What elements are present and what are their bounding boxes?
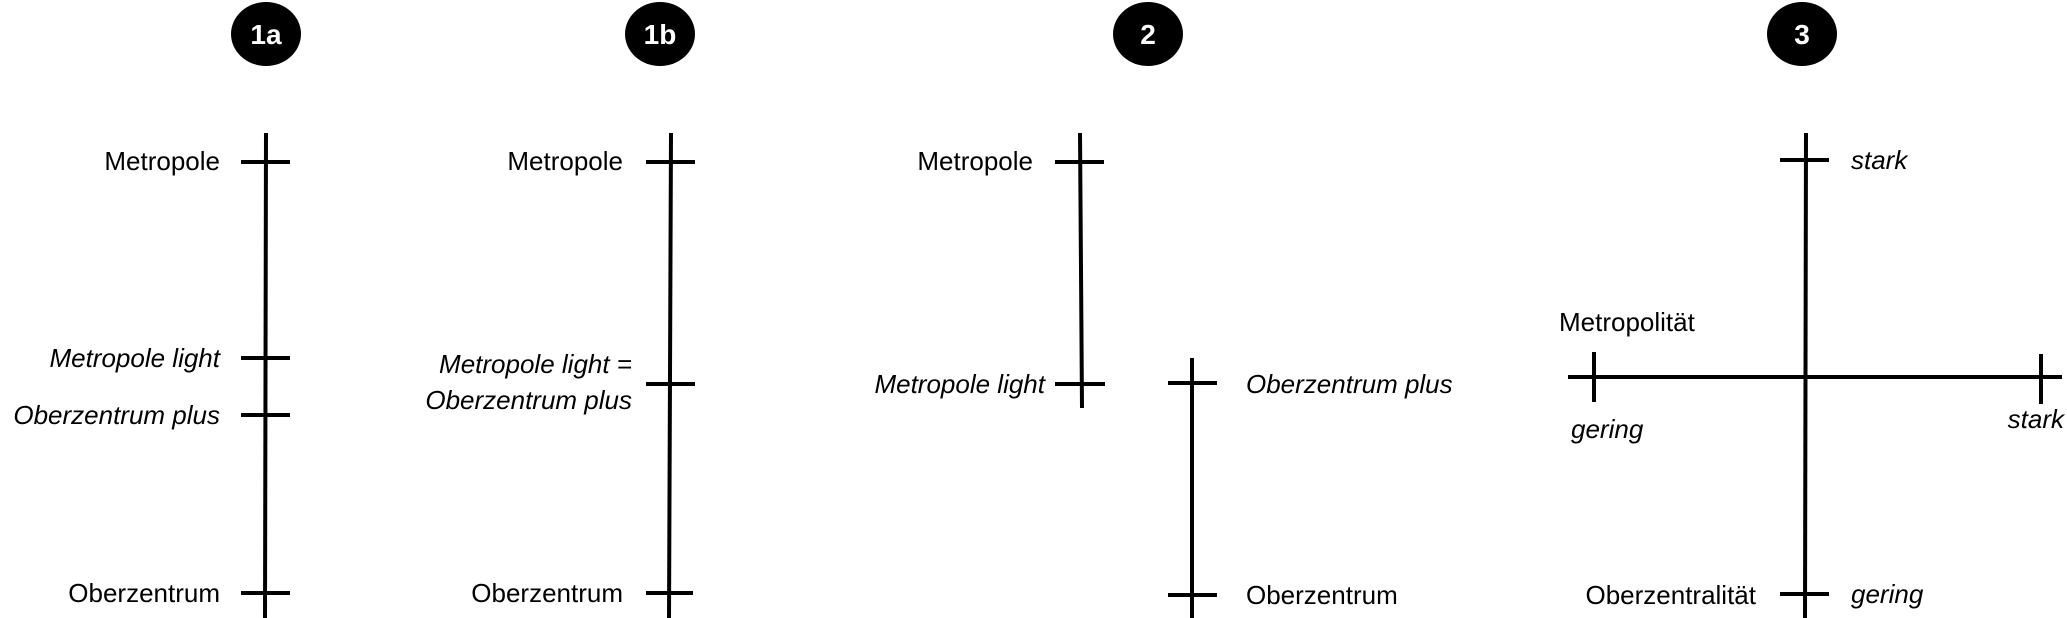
label-3-horizontal-axis: Metropolität (1559, 307, 1696, 337)
badge-2-label: 2 (1140, 19, 1156, 50)
axis-1a (263, 132, 268, 618)
badge-3: 3 (1767, 2, 1837, 66)
label-1b-oberzentrum: Oberzentrum (471, 578, 623, 608)
label-3-vertical-bottom: gering (1851, 579, 1924, 609)
label-1a-oberzentrum-plus: Oberzentrum plus (13, 400, 220, 430)
label-1a-metropole: Metropole (104, 146, 220, 176)
label-3-horizontal-right: stark (2008, 404, 2066, 434)
badge-3-label: 3 (1794, 19, 1810, 50)
label-2-metropole-light: Metropole light (874, 369, 1046, 399)
panel-1a: Metropole Metropole light Oberzentrum pl… (13, 132, 290, 618)
label-2-metropole: Metropole (917, 146, 1033, 176)
label-3-vertical-top: stark (1851, 145, 1909, 175)
panel-1b: Metropole Metropole light = Oberzentrum … (425, 132, 695, 618)
badge-1a-label: 1a (250, 19, 282, 50)
label-3-vertical-axis: Oberzentralität (1585, 580, 1756, 610)
axis-1b (667, 132, 673, 618)
panel-3: stark Metropolität gering stark Oberzent… (1559, 132, 2066, 618)
label-1a-metropole-light: Metropole light (49, 343, 221, 373)
axis-2-metropole (1078, 132, 1084, 409)
label-3-horizontal-left: gering (1571, 414, 1644, 444)
label-2-oberzentrum: Oberzentrum (1246, 580, 1398, 610)
label-1b-metropole-light: Metropole light = (439, 349, 632, 379)
badge-2: 2 (1113, 2, 1183, 66)
label-1b-metropole: Metropole (507, 146, 623, 176)
panel-2: Metropole Metropole light Oberzentrum pl… (874, 132, 1453, 618)
label-2-oberzentrum-plus: Oberzentrum plus (1246, 369, 1453, 399)
label-1b-oberzentrum-plus: Oberzentrum plus (425, 385, 632, 415)
badge-1b-label: 1b (644, 19, 677, 50)
label-1a-oberzentrum: Oberzentrum (68, 578, 220, 608)
badge-1b: 1b (625, 2, 695, 66)
badge-1a: 1a (231, 2, 301, 66)
